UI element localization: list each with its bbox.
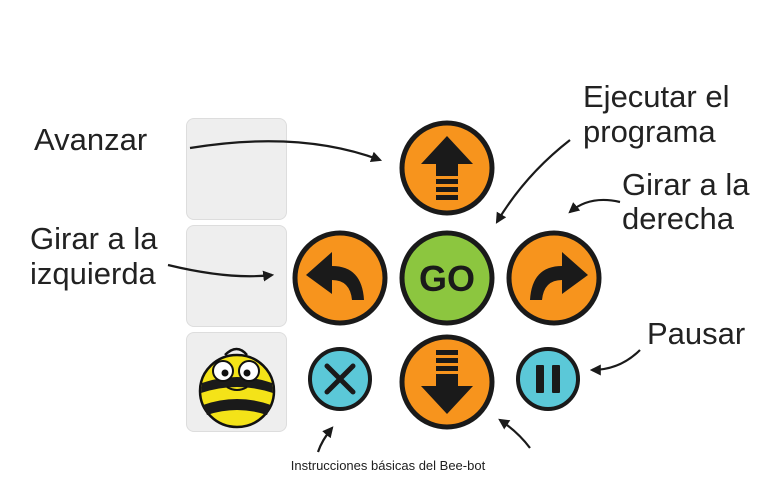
go-button[interactable]: GO: [399, 230, 495, 326]
label-girar-derecha-line2: derecha: [622, 201, 735, 236]
arrow-ejecutar: [495, 139, 571, 224]
go-label: GO: [419, 258, 475, 299]
backward-button[interactable]: [399, 334, 495, 430]
label-ejecutar-line1: Ejecutar el: [583, 79, 730, 114]
arrow-backward: [498, 418, 531, 449]
label-girar-izquierda-line1: Girar a la: [30, 221, 158, 256]
empty-tile-middle: [186, 225, 287, 327]
label-avanzar: Avanzar: [34, 122, 148, 157]
label-pausar: Pausar: [647, 316, 746, 351]
pause-button[interactable]: [515, 346, 581, 412]
turn-left-icon: [306, 252, 364, 300]
pause-icon: [536, 365, 560, 393]
turn-right-button[interactable]: [506, 230, 602, 326]
forward-button[interactable]: [399, 120, 495, 216]
caption: Instrucciones básicas del Bee-bot: [290, 458, 486, 473]
arrow-down-icon: [421, 350, 473, 414]
label-ejecutar-line2: programa: [583, 114, 716, 149]
turn-left-button[interactable]: [292, 230, 388, 326]
bee-bot-icon: [198, 347, 276, 429]
arrow-clear: [316, 426, 334, 453]
turn-right-icon: [530, 252, 588, 300]
bee-tile: [186, 332, 287, 432]
empty-tile-top: [186, 118, 287, 220]
label-girar-izquierda-line2: izquierda: [30, 256, 156, 291]
clear-button[interactable]: [307, 346, 373, 412]
x-icon: [324, 363, 356, 395]
arrow-up-icon: [421, 136, 473, 200]
arrow-derecha: [568, 198, 621, 214]
label-girar-derecha-line1: Girar a la: [622, 167, 750, 202]
arrow-pausar: [589, 349, 641, 376]
